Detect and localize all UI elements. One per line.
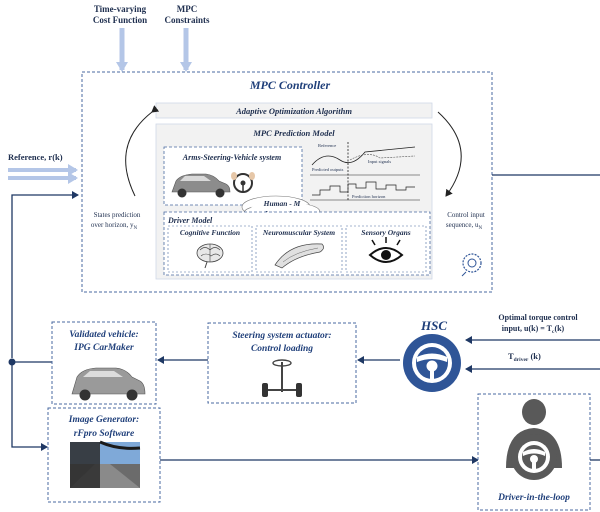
simulator-screen-image xyxy=(70,440,141,488)
eye-icon xyxy=(368,237,404,263)
driver-model-label: Driver Model xyxy=(167,216,213,225)
svg-text:Reference: Reference xyxy=(318,143,336,148)
cost-function-label: Time-varying Cost Function xyxy=(93,4,147,25)
svg-text:Time-varying: Time-varying xyxy=(94,4,147,14)
reference-label: Reference, r(k) xyxy=(8,152,63,162)
image-generator-title-line2: rFpro Software xyxy=(74,429,135,439)
car-icon xyxy=(171,173,231,198)
svg-text:input, u(k) = Tc(k): input, u(k) = Tc(k) xyxy=(502,324,565,335)
svg-text:Prediction horizon: Prediction horizon xyxy=(352,194,386,199)
optimal-torque-label: Optimal torque control input, u(k) = Tc(… xyxy=(498,313,578,335)
constraints-label: MPC Constraints xyxy=(164,4,210,25)
svg-text:Predicted outputs: Predicted outputs xyxy=(312,167,344,172)
cognitive-label: Cognitive Function xyxy=(180,228,240,237)
hsc-label: HSC xyxy=(420,318,447,333)
prediction-plot: Reference Predicted outputs Input signal… xyxy=(310,142,420,201)
control-input-label: Control input sequence, uN xyxy=(446,211,485,231)
arms-system-label: Arms-Steering-Vehicle system xyxy=(182,153,281,162)
muscle-icon xyxy=(274,243,324,269)
vehicle-icon xyxy=(71,367,146,401)
svg-text:States prediction: States prediction xyxy=(94,211,141,219)
validated-vehicle-title-line1: Validated vehicle: xyxy=(69,330,138,340)
validated-vehicle-title-line2: IPG CarMaker xyxy=(73,343,134,353)
state-prediction-label: States prediction over horizon, yN xyxy=(91,211,141,231)
actuator-title-line1: Steering system actuator: xyxy=(232,331,331,341)
image-generator-title-line1: Image Generator: xyxy=(68,415,139,425)
junction-to-image-gen xyxy=(11,362,48,451)
svg-text:Input signals: Input signals xyxy=(368,159,391,164)
hands-steering-icon xyxy=(231,172,255,193)
optimization-label: Adaptive Optimization Algorithm xyxy=(235,106,352,116)
svg-text:Cost Function: Cost Function xyxy=(93,15,147,25)
svg-text:Control input: Control input xyxy=(447,211,485,219)
sensory-label: Sensory Organs xyxy=(361,228,410,237)
driver-in-loop-label: Driver-in-the-loop xyxy=(497,493,570,503)
actuator-title-line2: Control loading xyxy=(251,344,313,354)
state-prediction-curve xyxy=(125,105,160,197)
brain-icon xyxy=(196,243,224,269)
gear-icon xyxy=(461,253,482,277)
svg-text:Optimal torque control: Optimal torque control xyxy=(498,313,578,322)
svg-text:Constraints: Constraints xyxy=(164,15,210,25)
svg-text:over horizon, yN: over horizon, yN xyxy=(91,221,138,231)
neuromuscular-label: Neuromuscular System xyxy=(262,228,335,237)
steering-actuator-icon xyxy=(262,359,302,397)
control-input-curve xyxy=(437,111,462,197)
hsc-steering-wheel-icon xyxy=(403,334,461,392)
mpc-controller-title: MPC Controller xyxy=(249,78,331,92)
driver-torque-label: Tdriver (k) xyxy=(508,351,541,363)
feedback-line xyxy=(11,191,79,358)
driver-silhouette-icon xyxy=(506,399,562,480)
hmi-label-line1: Human - M xyxy=(263,199,301,208)
svg-text:sequence, uN: sequence, uN xyxy=(446,221,483,231)
prediction-model-label: MPC Prediction Model xyxy=(252,128,335,138)
svg-text:MPC: MPC xyxy=(177,4,198,14)
